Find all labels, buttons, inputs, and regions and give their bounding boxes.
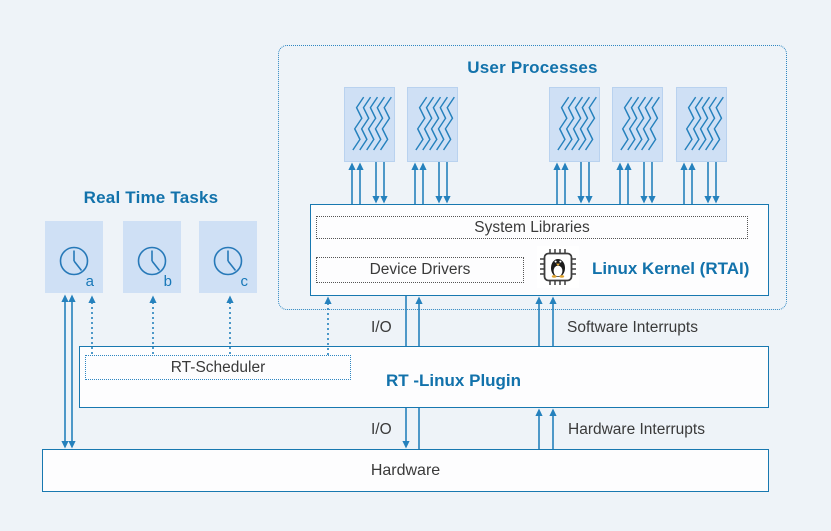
process-waves-icon	[684, 96, 724, 151]
real-time-tasks-title: Real Time Tasks	[83, 188, 219, 207]
hardware-interrupts-label: Hardware Interrupts	[568, 421, 705, 438]
task-label: c	[240, 273, 249, 290]
device-drivers-box: Device Drivers	[316, 257, 524, 283]
task-label: b	[163, 273, 172, 290]
process-box	[676, 87, 727, 162]
task-box-a: a	[45, 221, 103, 293]
process-waves-icon	[557, 96, 597, 151]
clock-icon	[213, 246, 243, 276]
task-hardware-arrow	[61, 294, 69, 449]
hardware-title: Hardware	[370, 461, 441, 479]
rt-linux-plugin-title: RT -Linux Plugin	[386, 371, 522, 390]
process-box	[549, 87, 600, 162]
clock-icon	[59, 246, 89, 276]
rt-linux-plugin-box: RT-Scheduler RT -Linux Plugin	[79, 346, 769, 408]
rt-scheduler-box: RT-Scheduler	[85, 355, 351, 380]
process-box	[612, 87, 663, 162]
tux-chip-svg	[540, 249, 576, 285]
process-waves-icon	[352, 96, 392, 151]
task-label: a	[85, 273, 94, 290]
task-box-c: c	[199, 221, 257, 293]
hardware-interrupt-arrow	[549, 408, 557, 449]
system-libraries-box: System Libraries	[316, 216, 748, 239]
user-processes-title: User Processes	[467, 58, 598, 77]
process-box	[344, 87, 395, 162]
hardware-box: Hardware	[42, 449, 769, 492]
io-label-lower: I/O	[371, 421, 392, 438]
clock-icon	[137, 246, 167, 276]
io-label-upper: I/O	[371, 319, 392, 336]
hardware-interrupt-arrow	[535, 408, 543, 449]
software-interrupts-label: Software Interrupts	[567, 319, 698, 336]
process-waves-icon	[620, 96, 660, 151]
linux-tux-chip-icon	[537, 246, 579, 288]
io-down-arrow	[402, 408, 410, 449]
task-hardware-arrow	[68, 294, 76, 449]
process-box	[407, 87, 458, 162]
task-box-b: b	[123, 221, 181, 293]
user-processes-container	[278, 45, 787, 310]
linux-kernel-box: System Libraries Device Drivers Li	[310, 204, 769, 296]
process-waves-icon	[415, 96, 455, 151]
linux-kernel-title: Linux Kernel (RTAI)	[592, 259, 750, 278]
